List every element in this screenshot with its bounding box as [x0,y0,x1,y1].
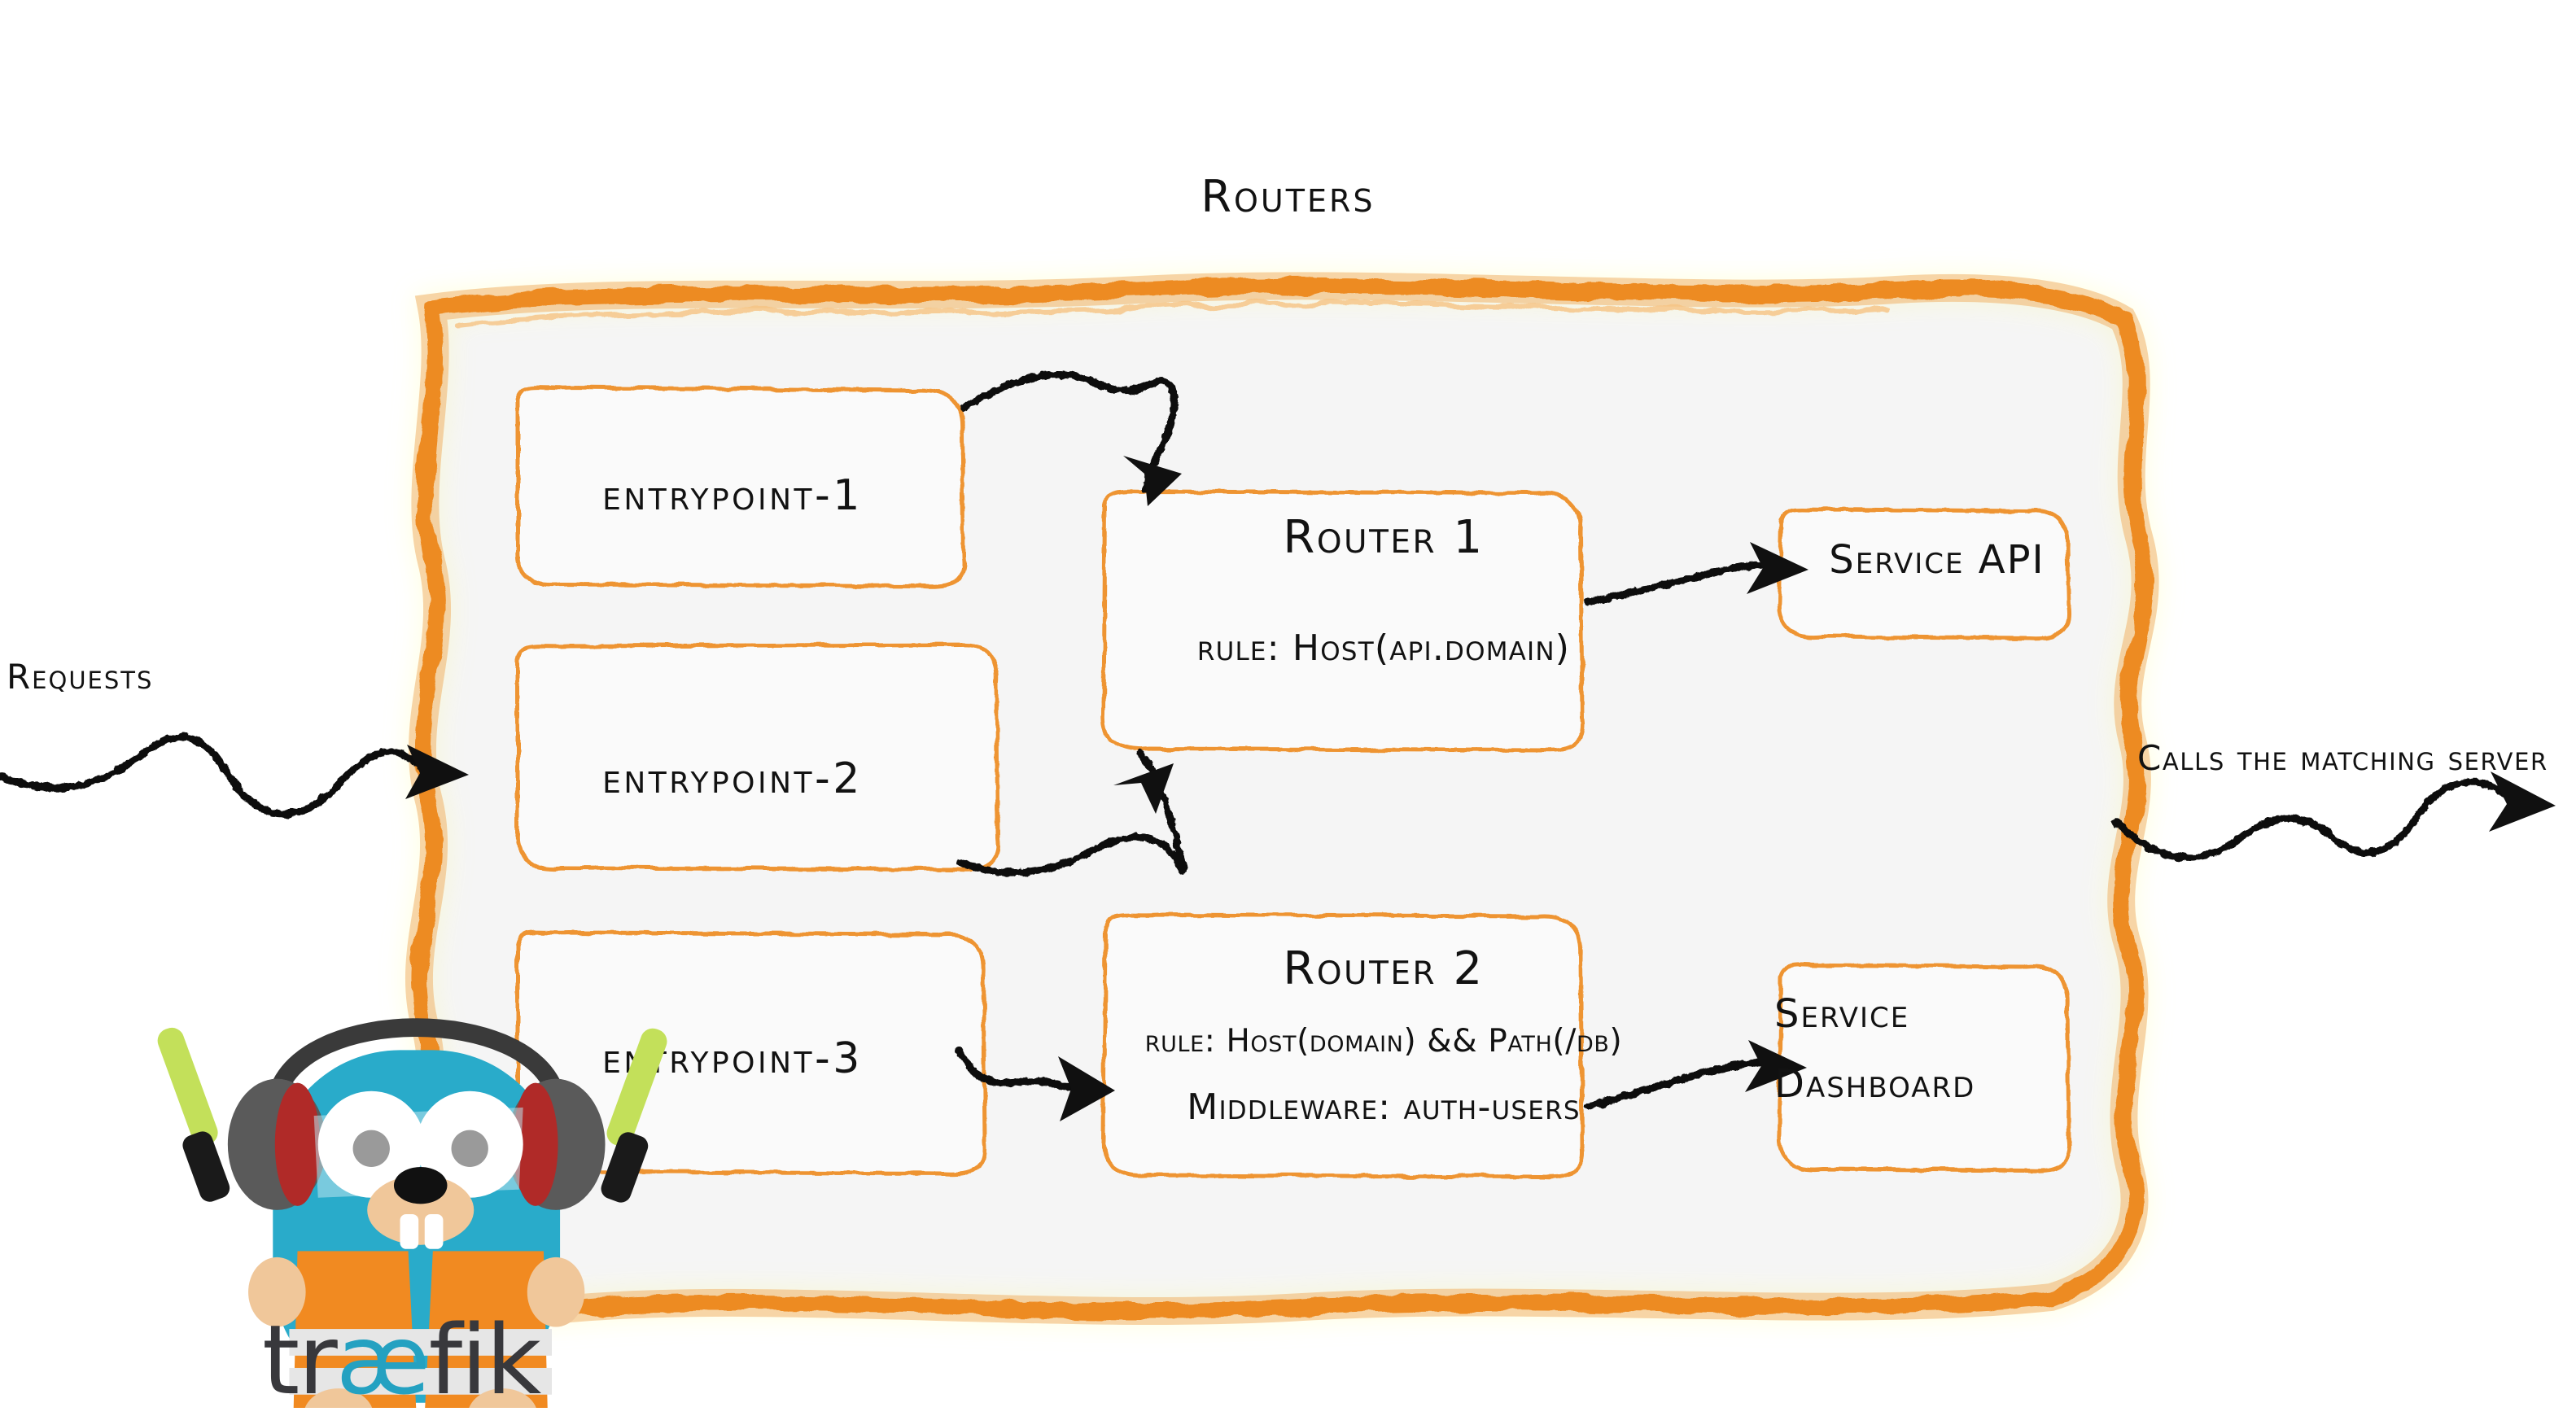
page-title: Routers [1201,171,1375,222]
container-border-highlight [453,301,1891,328]
headset-earcup-right [506,1078,606,1210]
gopher-eye-left [317,1090,425,1198]
calls-matching-server-label: Calls the matching server [2137,738,2548,778]
arrow-entrypoint1-to-router1 [960,371,1179,492]
entrypoint-1-label: entrypoint-1 [602,471,863,520]
marshalling-wand-left [157,1027,230,1202]
router-2-rule: rule: Host(domain) && Path(/db) [1144,1023,1623,1060]
gopher-tooth-right [424,1213,444,1249]
arrow-requests-into-container [0,733,427,818]
arrowhead-ep3-router2 [1058,1056,1115,1121]
gopher-tooth-left [400,1213,419,1249]
router-1-title: Router 1 [1283,511,1485,564]
requests-label: Requests [7,657,154,697]
arrow-router1-to-service-api [1583,561,1782,606]
gopher-snout [367,1175,475,1245]
entrypoint-2-label: entrypoint-2 [602,754,863,803]
router-2-middleware: Middleware: auth-users [1187,1086,1581,1128]
service-dashboard-label-line1: Service [1774,991,1910,1037]
traefik-wordmark: træfik [262,1312,541,1408]
arrowhead-requests [405,745,469,799]
headset-earcup-left [227,1078,326,1210]
service-dashboard-label-line2: Dashboard [1774,1061,1976,1107]
arrowhead-matching-server [2489,771,2556,832]
router-1-rule: rule: Host(api.domain) [1196,627,1571,669]
arrow-entrypoint3-to-router2 [955,1046,1080,1093]
arrowhead-ep1-router1 [1123,456,1182,506]
gopher-pupil-right [451,1130,488,1167]
wordmark-prefix: tr [262,1304,338,1416]
arrow-entrypoint2-to-router1 [956,749,1187,876]
wordmark-suffix: fik [428,1304,542,1416]
router-2-title: Router 2 [1283,942,1485,995]
gopher-pupil-left [352,1130,390,1167]
service-api-label: Service API [1829,537,2045,583]
gopher-visor [313,1107,523,1198]
gopher-nose [393,1167,448,1204]
arrow-container-to-matching-server [2112,778,2511,862]
arrowhead-ep2-router1 [1113,763,1174,814]
wordmark-ae-ligature: æ [335,1304,431,1416]
entrypoint-3-label: entrypoint-3 [602,1034,863,1083]
gopher-eye-right [416,1090,523,1198]
